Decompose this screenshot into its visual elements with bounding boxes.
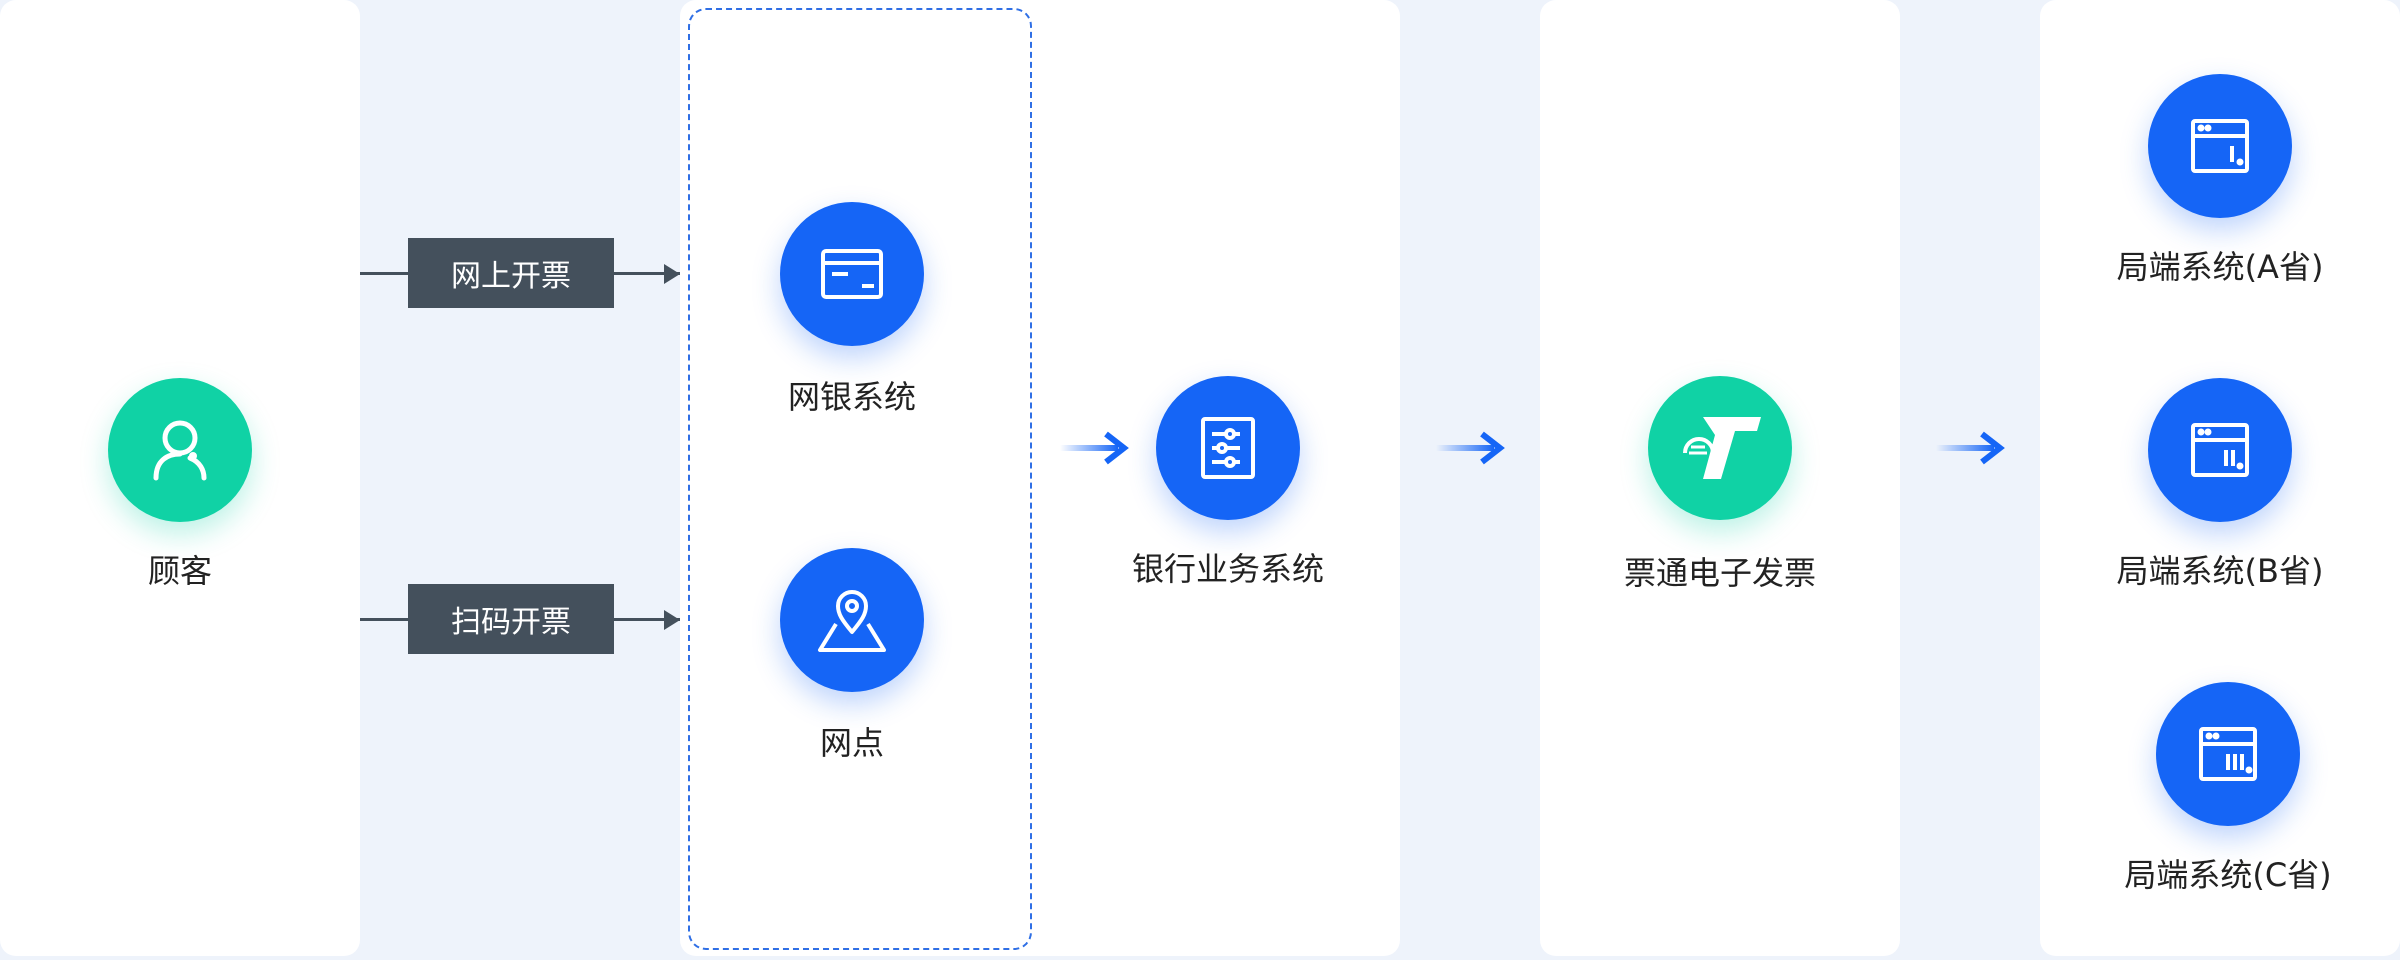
bank-system-node: [1156, 376, 1300, 520]
customer-label: 顾客: [147, 552, 213, 590]
flow-arrow-to-piaotong: [1436, 431, 1505, 465]
customer-node: [108, 378, 252, 522]
bureau-c-node: [2156, 682, 2300, 826]
piaotong-label: 票通电子发票: [1623, 554, 1817, 592]
piaotong-node: [1648, 376, 1792, 520]
window-iii-icon: [2199, 727, 2257, 781]
bureau-a-label: 局端系统(A省): [2116, 248, 2324, 286]
map-pin-icon: [818, 590, 886, 652]
channel-tag-online: 网上开票: [408, 238, 614, 308]
branch-node: [780, 548, 924, 692]
bank-system-label: 银行业务系统: [1131, 550, 1325, 588]
online-banking-node: [780, 202, 924, 346]
bureau-a-node: [2148, 74, 2292, 218]
bureau-b-label: 局端系统(B省): [2116, 552, 2324, 590]
channel-tag-scan: 扫码开票: [408, 584, 614, 654]
online-banking-label: 网银系统: [787, 378, 917, 416]
piaotong-logo-icon: [1683, 417, 1761, 479]
access-group-border: [688, 8, 1032, 950]
channel-arrowhead-top: [664, 264, 680, 284]
channel-arrowhead-bottom: [664, 610, 680, 630]
settings-list-icon: [1201, 417, 1255, 479]
branch-label: 网点: [819, 724, 885, 762]
browser-window-icon: [821, 249, 883, 299]
flow-arrow-to-bank: [1060, 431, 1129, 465]
flow-arrow-to-bureaus: [1936, 431, 2005, 465]
window-ii-icon: [2191, 423, 2249, 477]
window-i-icon: [2191, 119, 2249, 173]
bureau-c-label: 局端系统(C省): [2124, 856, 2332, 894]
bureau-b-node: [2148, 378, 2292, 522]
user-icon: [153, 420, 207, 481]
